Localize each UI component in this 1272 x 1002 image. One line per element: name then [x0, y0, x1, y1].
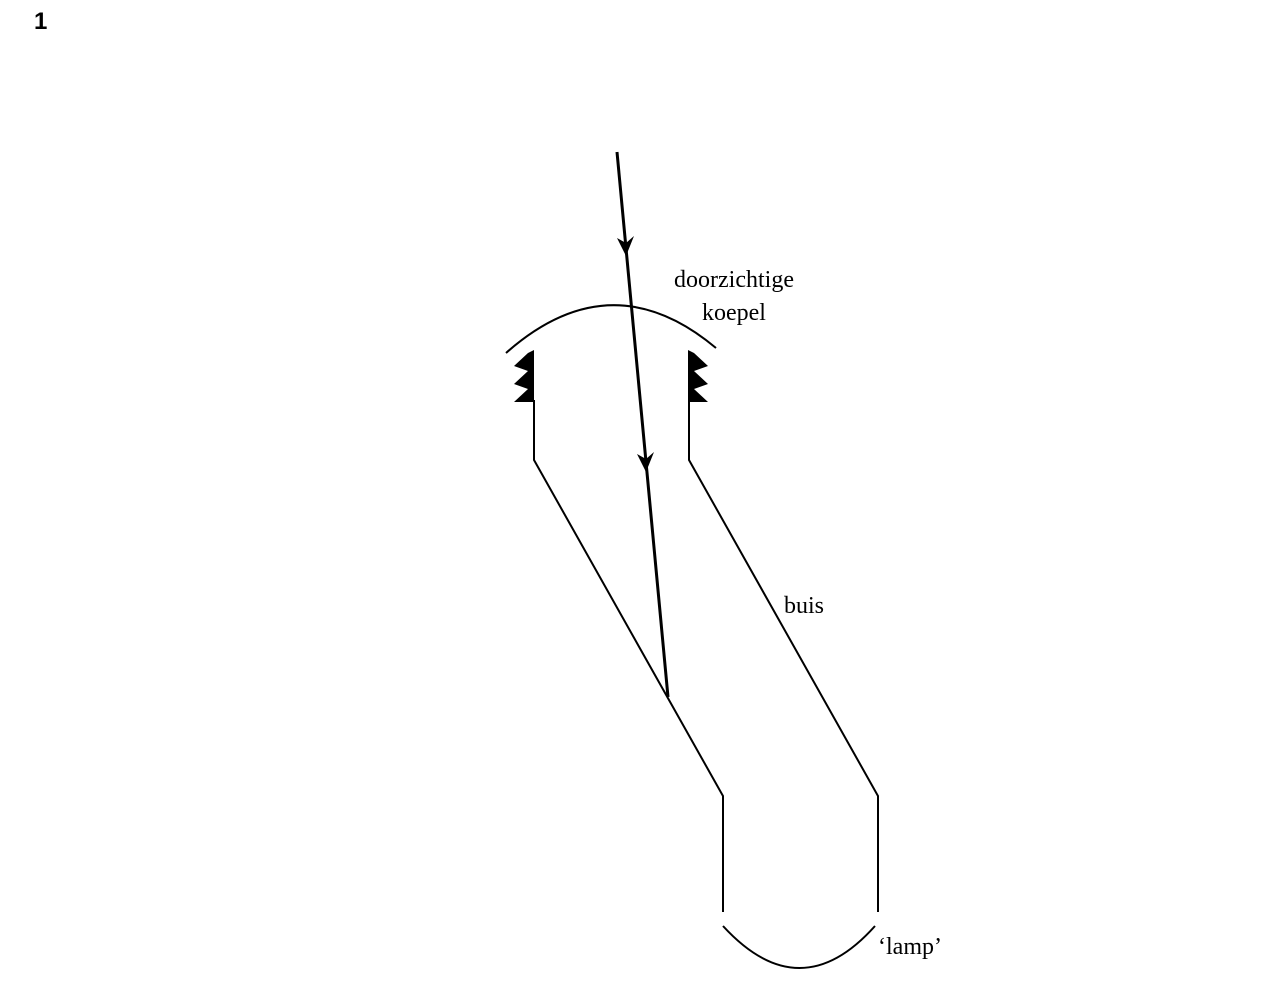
dome-label-line1: doorzichtige — [674, 267, 794, 293]
lamp-label: ‘lamp’ — [878, 934, 942, 960]
ray-arrowhead-lower — [637, 452, 654, 472]
lamp-arc — [722, 925, 876, 969]
tube-left-wall — [533, 400, 724, 912]
dome-label-line2: koepel — [702, 300, 766, 326]
figure-number: 1 — [34, 8, 48, 35]
right-fitting — [688, 350, 708, 402]
tube-right-wall — [688, 400, 879, 912]
tube-label: buis — [784, 593, 824, 619]
left-fitting — [514, 350, 534, 402]
ray-arrowhead-upper — [617, 236, 634, 256]
light-ray — [615, 151, 670, 698]
dome-arc — [505, 304, 717, 354]
